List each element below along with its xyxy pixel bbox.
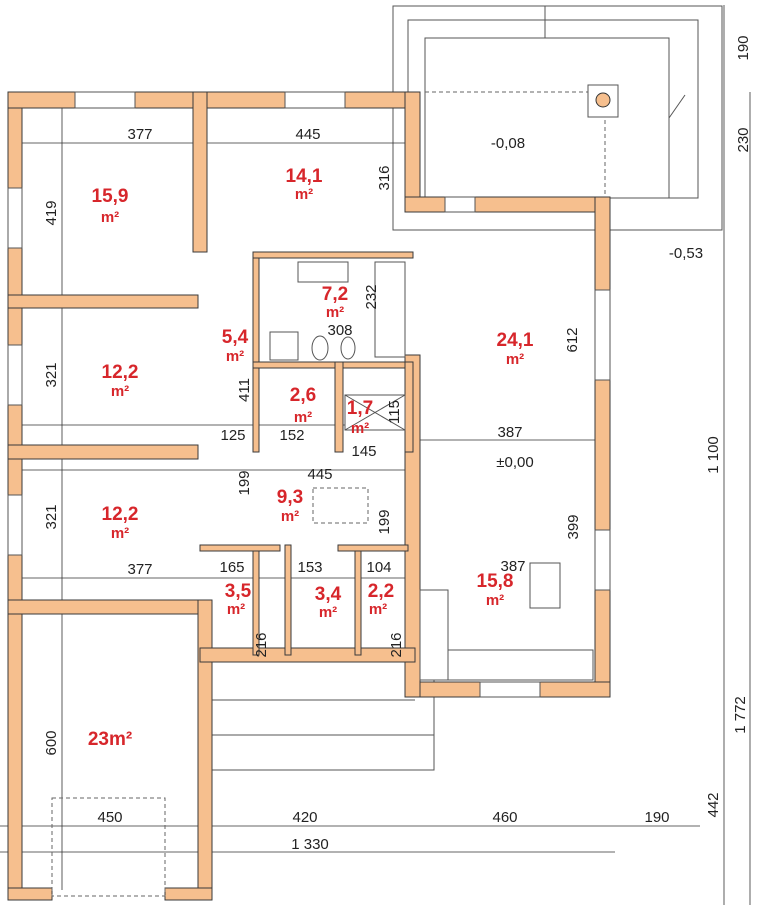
sink-icon (297, 261, 349, 283)
room-area-living: 24,1 (497, 330, 534, 351)
dim-label: 308 (327, 322, 352, 339)
porch (211, 661, 435, 771)
level-ground: -0,53 (669, 245, 703, 262)
dim-label: 420 (292, 809, 317, 826)
room-unit: m² (281, 508, 299, 525)
dim-label: 460 (492, 809, 517, 826)
fixtures (51, 261, 594, 897)
dim-label: 1 772 (732, 696, 749, 734)
level-floor: ±0,00 (496, 454, 533, 471)
room-area-hall: 9,3 (277, 487, 303, 508)
room-labels: 15,9 m² 14,1 m² 7,2 m² 5,4 m² 12,2 m² 24… (88, 166, 534, 750)
dim-label: 104 (366, 559, 391, 576)
dim-label: 1 330 (291, 836, 329, 853)
dim-label: 230 (735, 127, 752, 152)
room-unit: m² (111, 525, 129, 542)
room-area-room-b: 12,2 (102, 504, 139, 525)
toilet-icon (311, 335, 329, 361)
room-area-wc: 2,6 (290, 385, 316, 406)
room-unit: m² (101, 209, 119, 226)
room-area-utility: 3,5 (225, 581, 252, 602)
dim-label: 321 (43, 504, 60, 529)
room-unit: m² (226, 348, 244, 365)
room-unit: m² (351, 420, 369, 437)
dim-label: 232 (363, 284, 380, 309)
room-area-corridor: 5,4 (222, 327, 249, 348)
garage-door (51, 797, 166, 897)
room-area-garage: 23m² (88, 729, 132, 750)
washing-machine-icon (269, 331, 299, 361)
room-unit: m² (295, 186, 313, 203)
dining-table (529, 562, 561, 609)
dim-label: 115 (386, 400, 403, 424)
dim-label: 445 (307, 466, 332, 483)
room-area-room-a: 12,2 (102, 362, 139, 383)
dim-label: 321 (43, 362, 60, 387)
attic-hatch (312, 487, 369, 524)
dim-label: 190 (735, 35, 752, 60)
dim-label: 165 (219, 559, 244, 576)
room-unit: m² (319, 604, 337, 621)
room-unit: m² (326, 304, 344, 321)
dim-label: 442 (705, 792, 722, 817)
dimension-lines (0, 5, 751, 905)
room-area-bathroom: 7,2 (322, 284, 348, 305)
dim-label: 419 (43, 200, 60, 225)
walls (7, 91, 611, 901)
dim-label: 612 (564, 327, 581, 352)
dim-label: 387 (500, 558, 525, 575)
dim-label: 153 (297, 559, 322, 576)
dim-label: 445 (295, 126, 320, 143)
room-unit: m² (294, 409, 312, 426)
kitchen-sink-icon (447, 649, 594, 681)
terrace (392, 5, 723, 231)
windows (7, 91, 611, 698)
dim-label: 450 (97, 809, 122, 826)
room-area-shower: 1,7 (347, 398, 373, 419)
room-area-bedroom-1: 15,9 (92, 186, 129, 207)
dimension-labels: 377 445 419 316 232 308 321 411 612 125 … (43, 35, 752, 853)
dim-label: 216 (388, 632, 405, 657)
dim-label: 199 (236, 470, 253, 495)
room-area-bedroom-2: 14,1 (286, 166, 323, 187)
room-unit: m² (486, 592, 504, 609)
dim-label: 152 (279, 427, 304, 444)
dim-label: 316 (376, 165, 393, 190)
dim-label: 377 (127, 126, 152, 143)
dim-label: 411 (236, 378, 253, 402)
dim-label: 199 (376, 509, 393, 534)
dim-label: 145 (351, 443, 376, 460)
dim-label: 377 (127, 561, 152, 578)
room-unit: m² (111, 383, 129, 400)
dim-label: 387 (497, 424, 522, 441)
room-area-entrance: 3,4 (315, 584, 342, 605)
dim-label: 1 100 (705, 436, 722, 474)
room-area-kitchen: 15,8 (477, 571, 514, 592)
dim-label: 399 (565, 514, 582, 539)
dim-label: 600 (43, 730, 60, 755)
bathtub-icon (374, 261, 406, 358)
dim-label: 190 (644, 809, 669, 826)
room-unit: m² (506, 351, 524, 368)
bidet-icon (340, 336, 356, 360)
room-area-pantry: 2,2 (368, 581, 394, 602)
dim-label: 125 (220, 427, 245, 444)
room-unit: m² (369, 601, 387, 618)
room-unit: m² (227, 601, 245, 618)
kitchen-counter (419, 589, 449, 681)
dim-label: 216 (253, 632, 270, 657)
level-terrace: -0,08 (491, 135, 525, 152)
